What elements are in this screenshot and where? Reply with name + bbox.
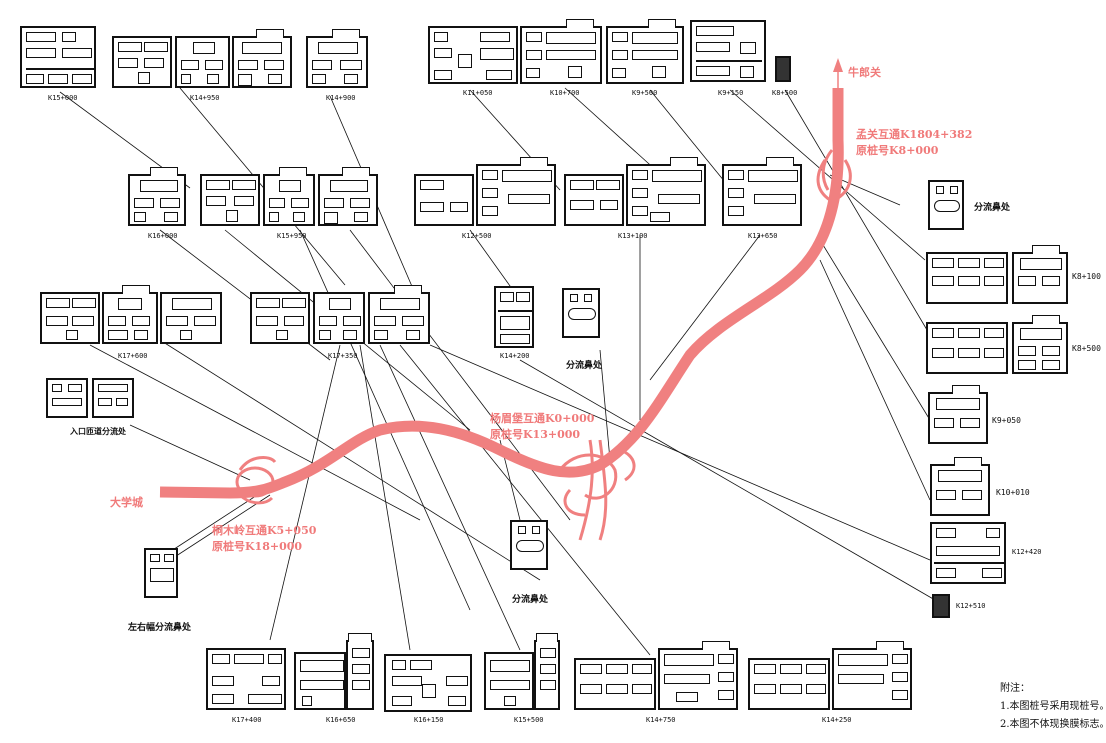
stake-label: K12+500 <box>462 232 492 240</box>
sign-k12-510 <box>932 594 950 618</box>
sign-k15-950-b <box>263 167 315 226</box>
interchange-yangmei-2: 原桩号K13+000 <box>490 428 581 441</box>
stake-label: K10+010 <box>996 488 1030 497</box>
sign-k16-000 <box>128 167 186 226</box>
sign-k15-000 <box>20 26 96 88</box>
sign-diverge-center <box>562 288 600 338</box>
sign-k13-650 <box>722 157 802 226</box>
sign-k14-900 <box>306 29 368 88</box>
sign-k14-750-b <box>658 641 738 710</box>
sign-k13-100-a <box>564 174 624 226</box>
sign-k17-350-b <box>313 292 365 344</box>
sign-entrance-b <box>92 378 134 418</box>
sign-k8-100-b <box>1012 245 1068 304</box>
stake-label: K12+510 <box>956 602 986 610</box>
interchange-tongmu-2: 原桩号K18+000 <box>212 540 303 553</box>
sign-lr-split <box>144 548 178 598</box>
sign-k8-500-a <box>926 322 1008 374</box>
sign-diverge-bottom <box>510 520 548 570</box>
stake-label: K9+050 <box>992 416 1021 425</box>
stake-label: K8+500 <box>772 89 798 97</box>
sign-k11-050 <box>428 26 518 84</box>
stake-label: K12+420 <box>1012 548 1042 556</box>
sign-k14-750-a <box>574 658 656 710</box>
place-daxuecheng: 大学城 <box>110 496 143 509</box>
stake-label: K14+250 <box>822 716 852 724</box>
sign-k15-500-b <box>534 633 560 710</box>
sign-k14-950-b <box>175 36 230 88</box>
sign-k17-350-c <box>368 285 430 344</box>
stake-label: K14+750 <box>646 716 676 724</box>
stake-label: K17+350 <box>328 352 358 360</box>
sign-k12-420 <box>930 522 1006 584</box>
sign-k15-500-a <box>484 652 534 710</box>
stake-label: K15+500 <box>514 716 544 724</box>
diverge-label: 分流鼻处 <box>566 361 603 371</box>
sign-k9-150 <box>690 20 766 82</box>
sign-k13-100-b <box>626 157 706 226</box>
sign-k15-950-a <box>200 174 260 226</box>
stake-label: K11+050 <box>463 89 493 97</box>
sign-k14-250-b <box>832 641 912 710</box>
stake-label: K17+600 <box>118 352 148 360</box>
sign-k17-350-a <box>250 292 310 344</box>
stake-label: K9+500 <box>632 89 658 97</box>
stake-label: K8+100 <box>1072 272 1101 281</box>
sign-entrance-a <box>46 378 88 418</box>
stake-label: K13+650 <box>748 232 778 240</box>
sign-k17-600-a <box>40 292 100 344</box>
sign-k8-500-b <box>1012 315 1068 374</box>
stake-label: K10+700 <box>550 89 580 97</box>
sign-k8-500-top <box>775 56 791 82</box>
sign-k16-650-a <box>294 652 346 710</box>
stake-label: K8+500 <box>1072 344 1101 353</box>
sign-k14-250-a <box>748 658 830 710</box>
entrance-split-label: 入口匝道分流处 <box>70 426 126 436</box>
sign-k9-500 <box>606 19 684 84</box>
diverge-label: 分流鼻处 <box>974 203 1011 213</box>
sign-k12-500-a <box>414 174 474 226</box>
diverge-label: 分流鼻处 <box>512 595 549 605</box>
stake-label: K16+000 <box>148 232 178 240</box>
sign-k17-400 <box>206 648 286 710</box>
sign-k16-650-b <box>346 633 374 710</box>
sign-k17-600-c <box>160 292 222 344</box>
stake-label: K14+200 <box>500 352 530 360</box>
interchange-tongmu-1: 桐木岭互通K5+050 <box>212 524 317 537</box>
sign-k17-600-b <box>102 285 158 344</box>
stake-label: K14+950 <box>190 94 220 102</box>
notes-line-1: 1.本图桩号采用现桩号。 <box>1000 701 1106 712</box>
interchange-mengguan-1: 孟关互通K1804+382 <box>856 128 973 141</box>
sign-k14-950-c <box>232 29 292 88</box>
sign-diverge-right <box>928 180 964 230</box>
lr-split-label: 左右幅分流鼻处 <box>128 623 192 633</box>
stake-label: K16+650 <box>326 716 356 724</box>
interchange-mengguan-2: 原桩号K8+000 <box>856 144 939 157</box>
sign-k8-100-a <box>926 252 1008 304</box>
stake-label: K14+900 <box>326 94 356 102</box>
sign-k14-950-a <box>112 36 172 88</box>
sign-k12-500-b <box>476 157 556 226</box>
notes-title: 附注： <box>1000 683 1030 694</box>
stake-label: K15+000 <box>48 94 78 102</box>
stake-label: K9+150 <box>718 89 744 97</box>
sign-k10-700 <box>520 19 602 84</box>
sign-k10-010 <box>930 457 990 516</box>
interchange-yangmei-1: 杨眉堡互通K0+000 <box>490 412 595 425</box>
stake-label: K16+150 <box>414 716 444 724</box>
place-niulang: 牛郎关 <box>848 66 881 79</box>
stake-label: K17+400 <box>232 716 262 724</box>
stake-label: K15+950 <box>277 232 307 240</box>
sign-k16-150 <box>384 654 472 712</box>
notes-line-2: 2.本图不体现换膜标志。 <box>1000 719 1106 730</box>
sign-k14-200 <box>494 286 534 348</box>
sign-k9-050 <box>928 385 988 444</box>
sign-k15-950-c <box>318 167 378 226</box>
stake-label: K13+100 <box>618 232 648 240</box>
